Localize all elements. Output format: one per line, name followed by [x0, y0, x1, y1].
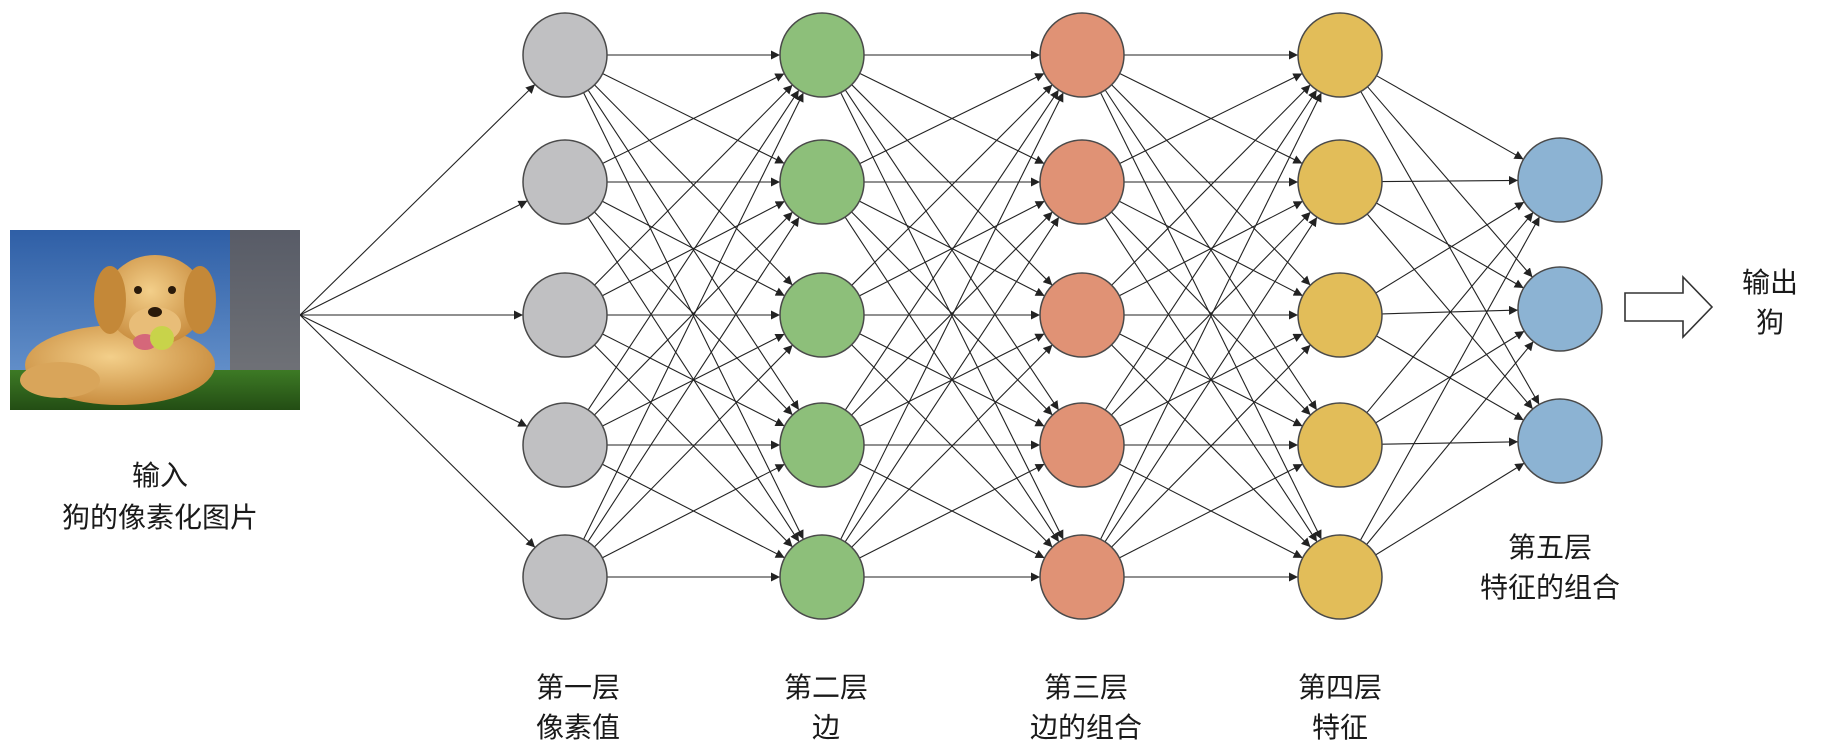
layer1-title: 第一层 [536, 671, 620, 704]
edge-l2-l3-4-3 [859, 463, 1045, 559]
output-caption-line2: 狗 [1756, 306, 1784, 339]
node-layer2-1 [779, 12, 865, 98]
edge-l4-l5-4-2 [1375, 462, 1525, 556]
node-layer2-3 [779, 272, 865, 358]
edge-input-l1-3 [299, 314, 528, 427]
edge-l4-l5-4-0 [1359, 216, 1541, 541]
node-layer5-2 [1517, 266, 1603, 352]
node-layer2-2 [779, 139, 865, 225]
node-layer4-5 [1297, 534, 1383, 620]
input-caption-line2: 狗的像素化图片 [62, 501, 258, 534]
node-layer4-3 [1297, 272, 1383, 358]
edge-l4-l5-3-0 [1366, 211, 1534, 414]
edge-l4-l5-0-0 [1376, 75, 1524, 160]
edge-l2-l3-4-2 [851, 344, 1053, 548]
edge-l3-l4-4-1 [1104, 216, 1318, 543]
node-layer3-1 [1039, 12, 1125, 98]
node-layer2-4 [779, 402, 865, 488]
dog-photo [10, 230, 300, 410]
edge-l2-l3-1-0 [859, 72, 1045, 165]
node-layer1-5 [522, 534, 608, 620]
node-layer1-4 [522, 402, 608, 488]
edge-l2-l3-3-0 [844, 89, 1060, 411]
edge-l2-l3-2-1 [859, 200, 1045, 297]
node-layer2-5 [779, 534, 865, 620]
node-layer4-2 [1297, 139, 1383, 225]
edge-l2-l3-3-1 [851, 211, 1053, 416]
edge-input-l1-1 [299, 200, 528, 316]
node-layer1-3 [522, 272, 608, 358]
edge-l3-l4-4-2 [1111, 344, 1311, 548]
edge-l2-l3-4-0 [840, 92, 1064, 540]
node-layer3-3 [1039, 272, 1125, 358]
edge-l3-l4-3-1 [1111, 211, 1311, 416]
edge-l4-l5-2-0 [1375, 201, 1525, 294]
layer3-subtitle: 边的组合 [1030, 711, 1142, 744]
edge-l4-l5-1-1 [1376, 202, 1524, 289]
edge-l1-l2-3-0 [587, 89, 800, 411]
edge-l1-l2-4-1 [587, 216, 800, 543]
connection-edges [299, 50, 1541, 582]
edge-l4-l5-1-0 [1381, 175, 1519, 185]
layer3-title: 第三层 [1044, 671, 1128, 704]
edge-l3-l4-4-0 [1100, 92, 1322, 540]
layer2-subtitle: 边 [812, 711, 840, 744]
node-layer1-1 [522, 12, 608, 98]
hollow-right-arrow-icon [1624, 275, 1714, 339]
node-layer3-4 [1039, 402, 1125, 488]
edge-l1-l2-4-0 [583, 92, 804, 540]
edge-l3-l4-2-0 [1111, 84, 1311, 286]
node-layer3-5 [1039, 534, 1125, 620]
edge-l3-l4-1-0 [1119, 73, 1303, 164]
edge-l1-l2-4-3 [602, 463, 785, 559]
edge-l1-l2-4-2 [594, 344, 793, 548]
edge-l2-l3-2-0 [851, 84, 1053, 286]
network-nodes [522, 12, 1603, 620]
node-layer1-2 [522, 139, 608, 225]
layer5-title: 第五层 [1508, 531, 1592, 564]
edge-input-l1-4 [299, 314, 536, 548]
layer5-subtitle: 特征的组合 [1480, 571, 1620, 604]
output-caption-line1: 输出 [1742, 266, 1798, 299]
edge-l4-l5-3-1 [1375, 330, 1525, 424]
edge-l2-l3-4-1 [844, 216, 1060, 543]
node-layer5-1 [1517, 137, 1603, 223]
edge-l3-l4-4-3 [1119, 463, 1303, 559]
layer1-subtitle: 像素值 [536, 711, 620, 744]
layer4-title: 第四层 [1298, 671, 1382, 704]
edge-l1-l2-2-0 [594, 84, 793, 286]
node-layer3-2 [1039, 139, 1125, 225]
edge-l4-l5-4-1 [1366, 341, 1534, 545]
node-layer4-4 [1297, 402, 1383, 488]
edge-l3-l4-3-0 [1104, 89, 1318, 411]
layer4-subtitle: 特征 [1312, 711, 1368, 744]
node-layer5-3 [1517, 398, 1603, 484]
edge-l1-l2-1-0 [602, 73, 785, 164]
edge-l1-l2-2-1 [602, 200, 785, 297]
edge-input-l1-0 [299, 84, 536, 316]
edge-l1-l2-3-1 [594, 211, 793, 416]
layer2-title: 第二层 [784, 671, 868, 704]
edge-l3-l4-2-1 [1119, 200, 1303, 297]
input-caption-line1: 输入 [132, 459, 188, 492]
node-layer4-1 [1297, 12, 1383, 98]
